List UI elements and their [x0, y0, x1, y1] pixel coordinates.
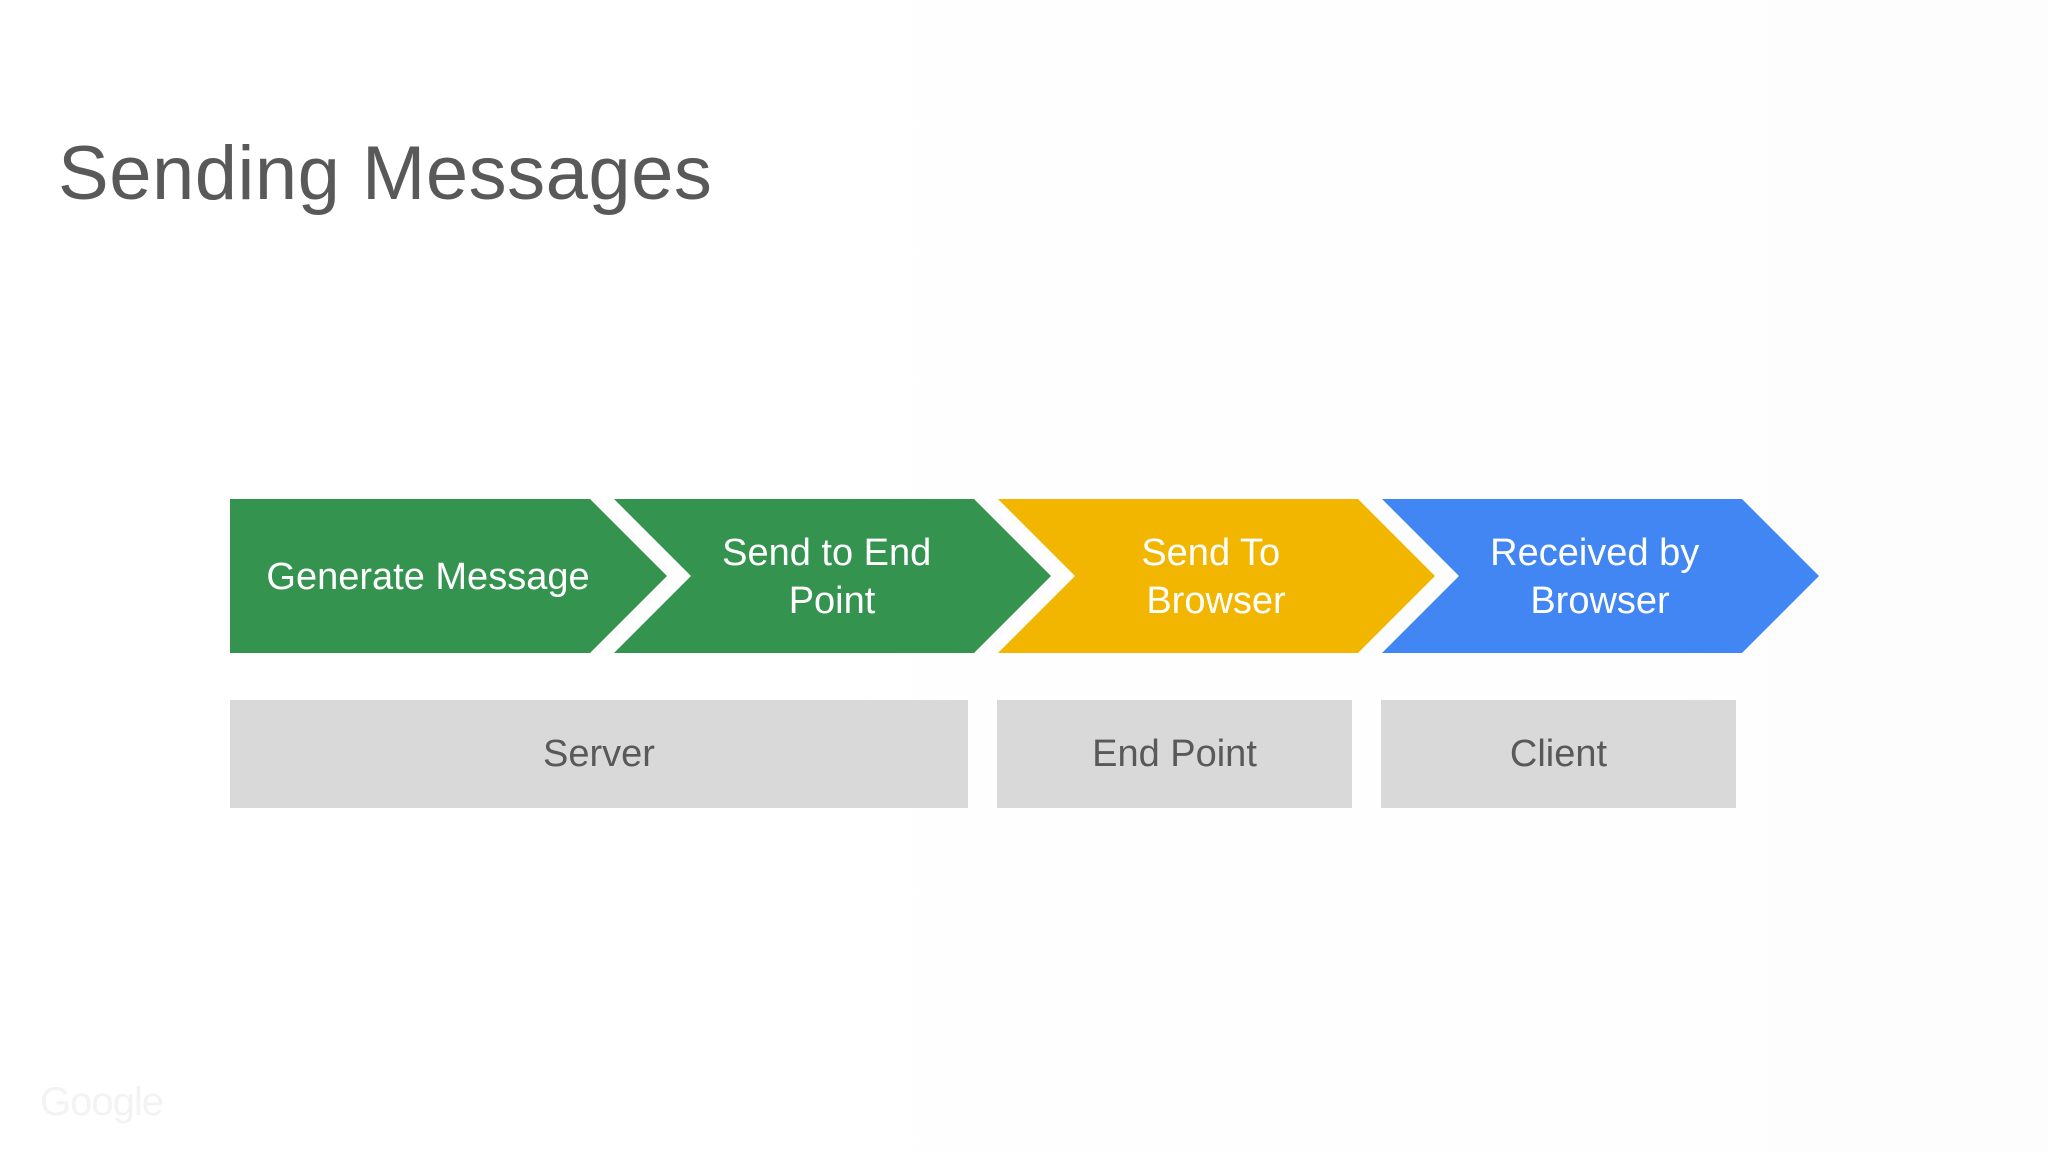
group-endpoint-box: End Point [997, 700, 1352, 808]
google-logo: Google [40, 1080, 164, 1124]
step-send-to-browser-label: Send To Browser [1141, 532, 1290, 622]
step-received-by-browser-label: Received by Browser [1490, 532, 1710, 622]
group-client-label: Client [1509, 732, 1608, 775]
slide-title: Sending Messages [58, 131, 713, 216]
step-send-to-endpoint-shape [614, 499, 1051, 653]
step-generate-message-label: Generate Message [266, 556, 589, 598]
group-server-label: Server [543, 732, 655, 775]
group-server-box: Server [230, 700, 968, 808]
group-client-box: Client [1381, 700, 1736, 808]
step-received-by-browser-shape [1382, 499, 1819, 653]
step-generate-message-shape [230, 499, 667, 653]
step-send-to-endpoint-label: Send to End Point [722, 532, 942, 622]
group-endpoint-label: End Point [1092, 732, 1257, 775]
step-send-to-browser-shape [998, 499, 1435, 653]
